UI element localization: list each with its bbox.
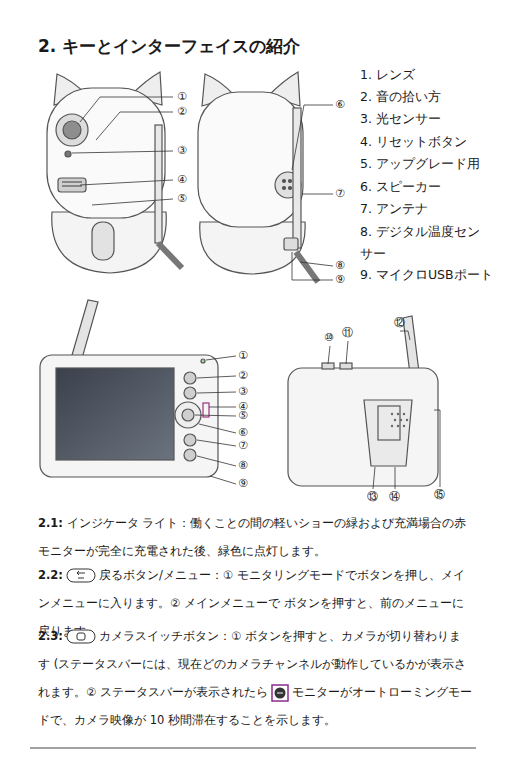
callout-number: ⑮ [434, 488, 445, 502]
part-name: 2. 音の拾い方 [360, 86, 441, 108]
part-name: 1. レンズ [360, 64, 415, 86]
callout-number: ① [177, 90, 187, 104]
part-name: 7. アンテナ [360, 198, 428, 220]
callout-number: ⑥ [335, 98, 345, 112]
callout-number: ③ [177, 144, 187, 158]
back-button-icon [66, 568, 96, 583]
camera-switch-icon [66, 629, 96, 644]
callout-number: ⑧ [238, 459, 248, 473]
callout-number: ④ [177, 173, 187, 187]
paragraph: 2.3:カメラスイッチボタン：① ボタンを押すと、カメラが切り替わります (ステ… [38, 622, 472, 734]
callout-number: ⑨ [335, 273, 345, 287]
callout-number: ⑭ [389, 490, 400, 504]
callout-number: ⑦ [335, 187, 345, 201]
part-name: 3. 光センサー [360, 108, 441, 130]
callout-number: ⑤ [177, 192, 187, 206]
part-name: 6. スピーカー [360, 176, 441, 198]
body-text: 戻るボタン/メニュー：① モニタリングモードでボタンを押し、メインメニューに入り… [38, 568, 465, 638]
callout-number: ② [238, 369, 248, 383]
callout-number: ⑨ [238, 477, 248, 491]
body-text: インジケータ ライト：働くことの間の軽いショーの緑および充満場合の赤モニターが完… [38, 516, 466, 558]
paragraph: 2.1: インジケータ ライト：働くことの間の軽いショーの緑および充満場合の赤モ… [38, 509, 472, 565]
part-name: 4. リセットボタン [360, 131, 467, 153]
section-number: 2.3: [38, 629, 63, 643]
callout-number: ⑧ [335, 259, 345, 273]
callout-number: ⑦ [238, 439, 248, 453]
callout-number: ② [177, 105, 187, 119]
part-name: 8. デジタル温度センサー [360, 221, 480, 265]
page-title: 2. キーとインターフェイスの紹介 [38, 34, 300, 58]
section-number: 2.1: [38, 516, 63, 530]
part-name: 9. マイクロUSBポート [360, 264, 493, 286]
callout-number: ⑫ [394, 316, 405, 330]
part-name: 5. アップグレード用 [360, 153, 480, 175]
callout-number: ⑬ [367, 490, 378, 504]
callout-number: ⑤ [238, 409, 248, 423]
callout-number: ⑥ [238, 426, 248, 440]
callout-number: ① [238, 349, 248, 363]
callout-number: ⑪ [342, 326, 353, 340]
auto-roaming-icon [271, 684, 289, 702]
callout-number: ③ [238, 385, 248, 399]
section-number: 2.2: [38, 568, 63, 582]
callout-number: ⑩ [324, 331, 334, 345]
